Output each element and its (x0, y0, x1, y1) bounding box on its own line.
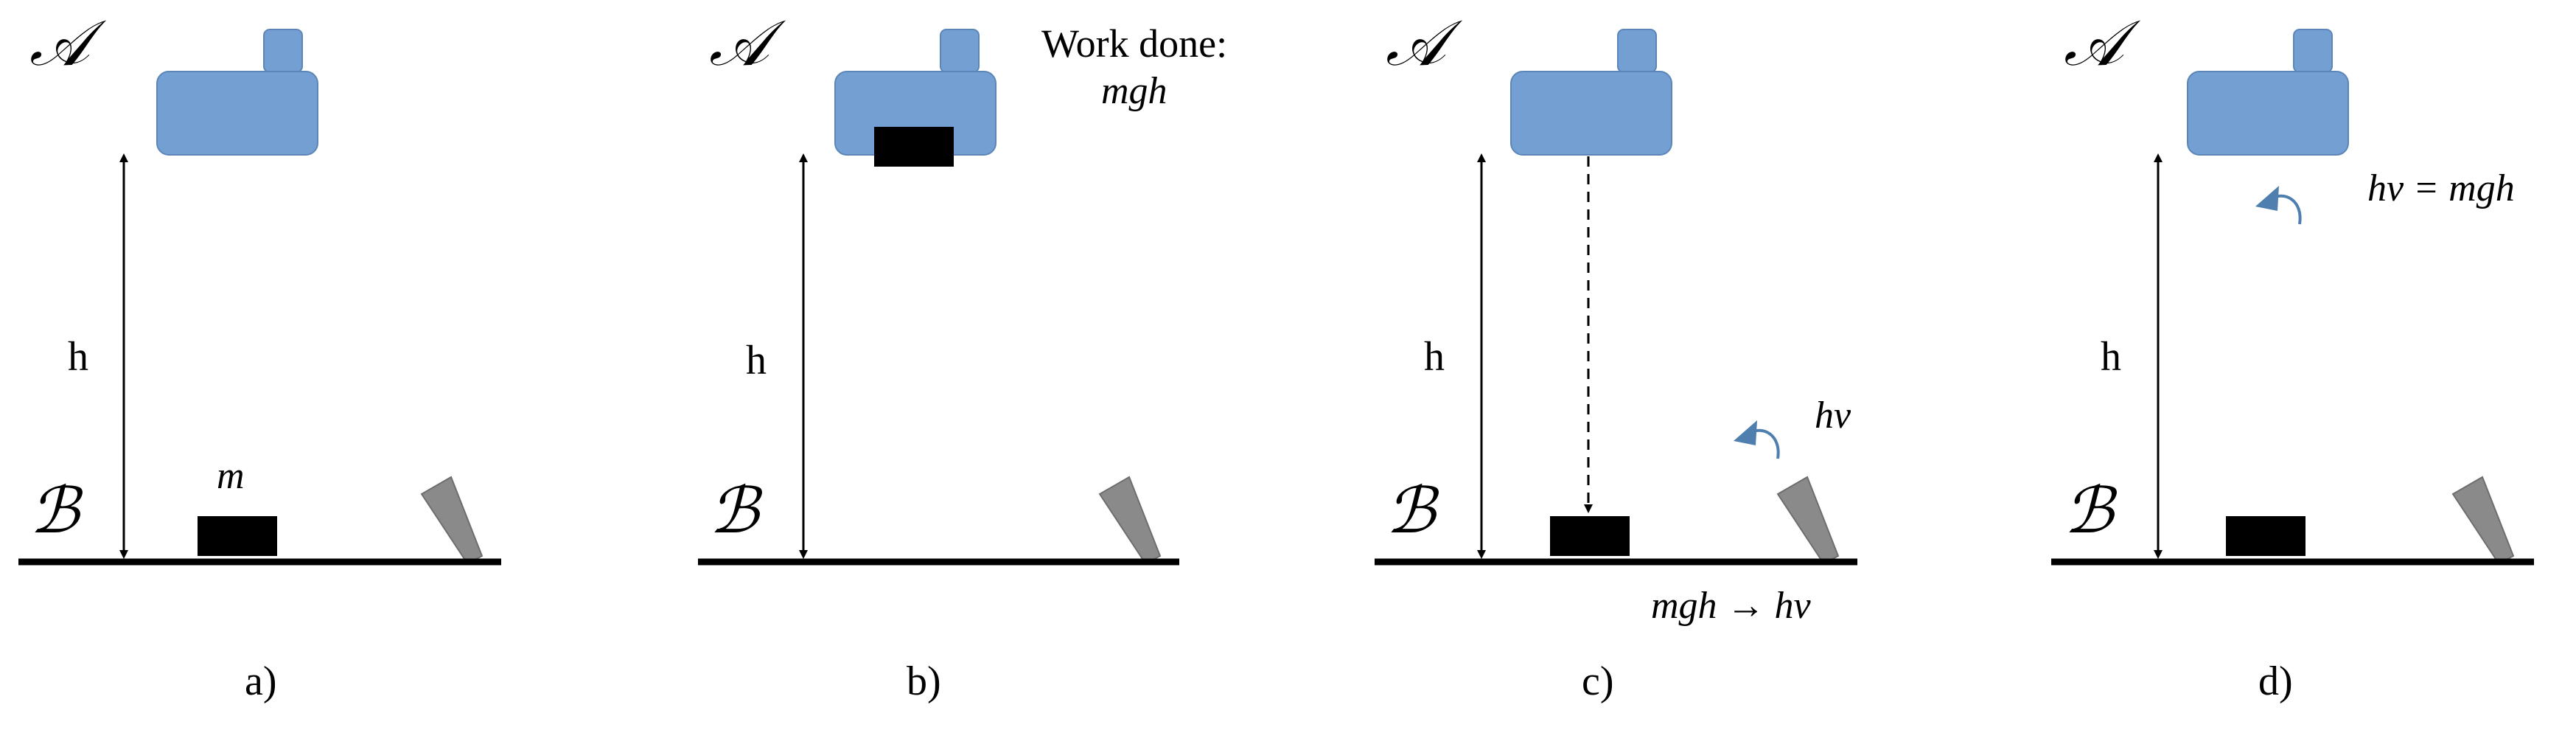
level-a-label: 𝒜 (29, 7, 107, 80)
panel-a: 𝒜 ℬ h m a) (18, 7, 501, 704)
mass-block (874, 127, 954, 167)
photon-arrow-icon (2255, 186, 2302, 225)
level-b-label: ℬ (1386, 474, 1439, 548)
level-a-label: 𝒜 (2064, 7, 2141, 80)
work-done-label: Work done: (1041, 21, 1227, 66)
photon-arrow-icon (1734, 420, 1780, 459)
height-label: h (2101, 334, 2121, 380)
level-a-label: 𝒜 (1386, 7, 1463, 80)
panel-b: 𝒜 ℬ Work done: mgh h b) (698, 7, 1227, 704)
mass-block (198, 516, 277, 556)
emitter-device (2187, 29, 2349, 156)
photon-label: hν (1815, 394, 1851, 437)
level-b-label: ℬ (29, 474, 83, 548)
device-knob (1617, 29, 1657, 73)
panel-label: d) (2258, 658, 2293, 704)
device-body (2187, 71, 2349, 156)
photon-label: hν = mgh (2367, 167, 2515, 209)
emitter-device (1510, 29, 1672, 156)
device-knob (2293, 29, 2333, 73)
detector-icon (2451, 476, 2515, 565)
panel-label: b) (907, 658, 941, 704)
panel-d: 𝒜 ℬ hν = mgh h d) (2051, 7, 2534, 704)
detector-icon (420, 476, 484, 565)
panel-label: c) (1582, 658, 1614, 704)
detector-icon (1776, 476, 1840, 565)
panel-label: a) (245, 658, 277, 704)
emitter-device (834, 29, 996, 167)
height-label: h (1424, 334, 1445, 380)
height-label: h (68, 334, 88, 380)
mass-block (2226, 516, 2306, 556)
work-done-value: mgh (1101, 70, 1167, 112)
device-body (1510, 71, 1672, 156)
panel-c: 𝒜 ℬ h hν mgh → hν c) (1375, 7, 1857, 704)
mass-label: m (217, 455, 245, 497)
device-knob (940, 29, 980, 73)
device-knob (263, 29, 303, 73)
level-b-label: ℬ (2064, 474, 2118, 548)
height-label: h (746, 338, 767, 383)
emitter-device (156, 29, 318, 156)
conversion-label: mgh → hν (1651, 585, 1812, 627)
detector-icon (1098, 476, 1162, 565)
mass-block (1550, 516, 1630, 556)
level-b-label: ℬ (709, 474, 763, 548)
device-body (156, 71, 318, 156)
level-a-label: 𝒜 (709, 7, 786, 80)
